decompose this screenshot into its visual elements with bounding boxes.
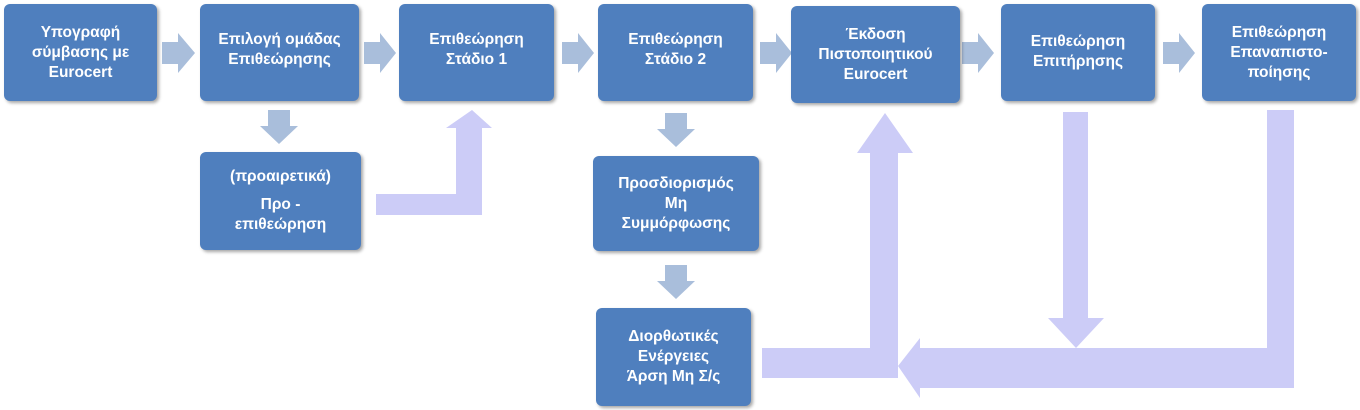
step-label: Επιθεώρηση xyxy=(1231,23,1327,41)
step-label: Υπογραφή xyxy=(40,23,121,41)
step-label: Επιτήρησης xyxy=(1032,53,1124,70)
step-label: Στάδιο 2 xyxy=(644,51,707,68)
step-stage1: Επιθεώρηση Στάδιο 1 xyxy=(399,4,554,101)
step-label: ποίησης xyxy=(1247,63,1311,81)
arrow-up-elbow-icon xyxy=(376,110,492,215)
step-label: Μη xyxy=(664,194,688,212)
arrow-up-elbow-icon xyxy=(762,113,913,378)
arrow-down-icon xyxy=(657,265,695,299)
arrow-down-icon xyxy=(260,110,298,144)
step-label: Επιλογή ομάδας xyxy=(218,31,341,48)
arrow-right-icon xyxy=(162,33,195,73)
step-corrective-actions: Διορθωτικές Ενέργειες Άρση Μη Σ/ς xyxy=(596,308,751,406)
arrow-right-icon xyxy=(760,33,792,73)
step-issue-certificate: Έκδοση Πιστοποιητικού Eurocert xyxy=(791,6,960,103)
step-label: Επιθεώρηση xyxy=(1030,33,1126,50)
arrow-down-icon xyxy=(657,113,695,147)
step-label: Άρση Μη Σ/ς xyxy=(626,368,721,385)
step-label: Eurocert xyxy=(843,65,908,83)
step-label: Διορθωτικές xyxy=(628,328,719,345)
arrow-down-icon xyxy=(1048,112,1104,348)
step-recertification: Επιθεώρηση Επαναπιστο- ποίησης xyxy=(1202,4,1356,101)
step-label: Έκδοση xyxy=(845,25,906,43)
arrow-left-elbow-icon xyxy=(898,110,1294,398)
step-label: σύμβασης με xyxy=(31,43,130,61)
step-label: Eurocert xyxy=(48,63,113,81)
step-label: Προσδιορισμός xyxy=(618,174,734,192)
step-label: Συμμόρφωσης xyxy=(621,214,731,232)
arrow-right-icon xyxy=(1163,33,1195,73)
step-nonconformity: Προσδιορισμός Μη Συμμόρφωσης xyxy=(593,156,759,251)
step-pre-audit: (προαιρετικά) Προ - επιθεώρηση xyxy=(200,152,361,250)
step-label: Στάδιο 1 xyxy=(445,51,508,68)
step-label: Επαναπιστο- xyxy=(1230,43,1328,61)
arrow-right-icon xyxy=(562,33,594,73)
step-label: Επιθεώρηση xyxy=(429,31,524,48)
step-label: Πιστοποιητικού xyxy=(818,45,933,63)
step-label: Επιθεώρησης xyxy=(228,51,331,68)
step-label: επιθεώρηση xyxy=(234,216,327,233)
step-sign-contract: Υπογραφή σύμβασης με Eurocert xyxy=(4,4,157,101)
step-label: Προ - xyxy=(260,196,301,213)
arrow-right-icon xyxy=(364,33,396,73)
step-label: Επιθεώρηση xyxy=(628,31,723,48)
step-label: Ενέργειες xyxy=(637,348,710,365)
step-surveillance: Επιθεώρηση Επιτήρησης xyxy=(1001,4,1155,101)
step-label-optional: (προαιρετικά) xyxy=(230,168,331,185)
step-stage2: Επιθεώρηση Στάδιο 2 xyxy=(598,4,753,101)
step-select-team: Επιλογή ομάδας Επιθεώρησης xyxy=(200,4,359,101)
arrow-right-icon xyxy=(962,33,994,73)
